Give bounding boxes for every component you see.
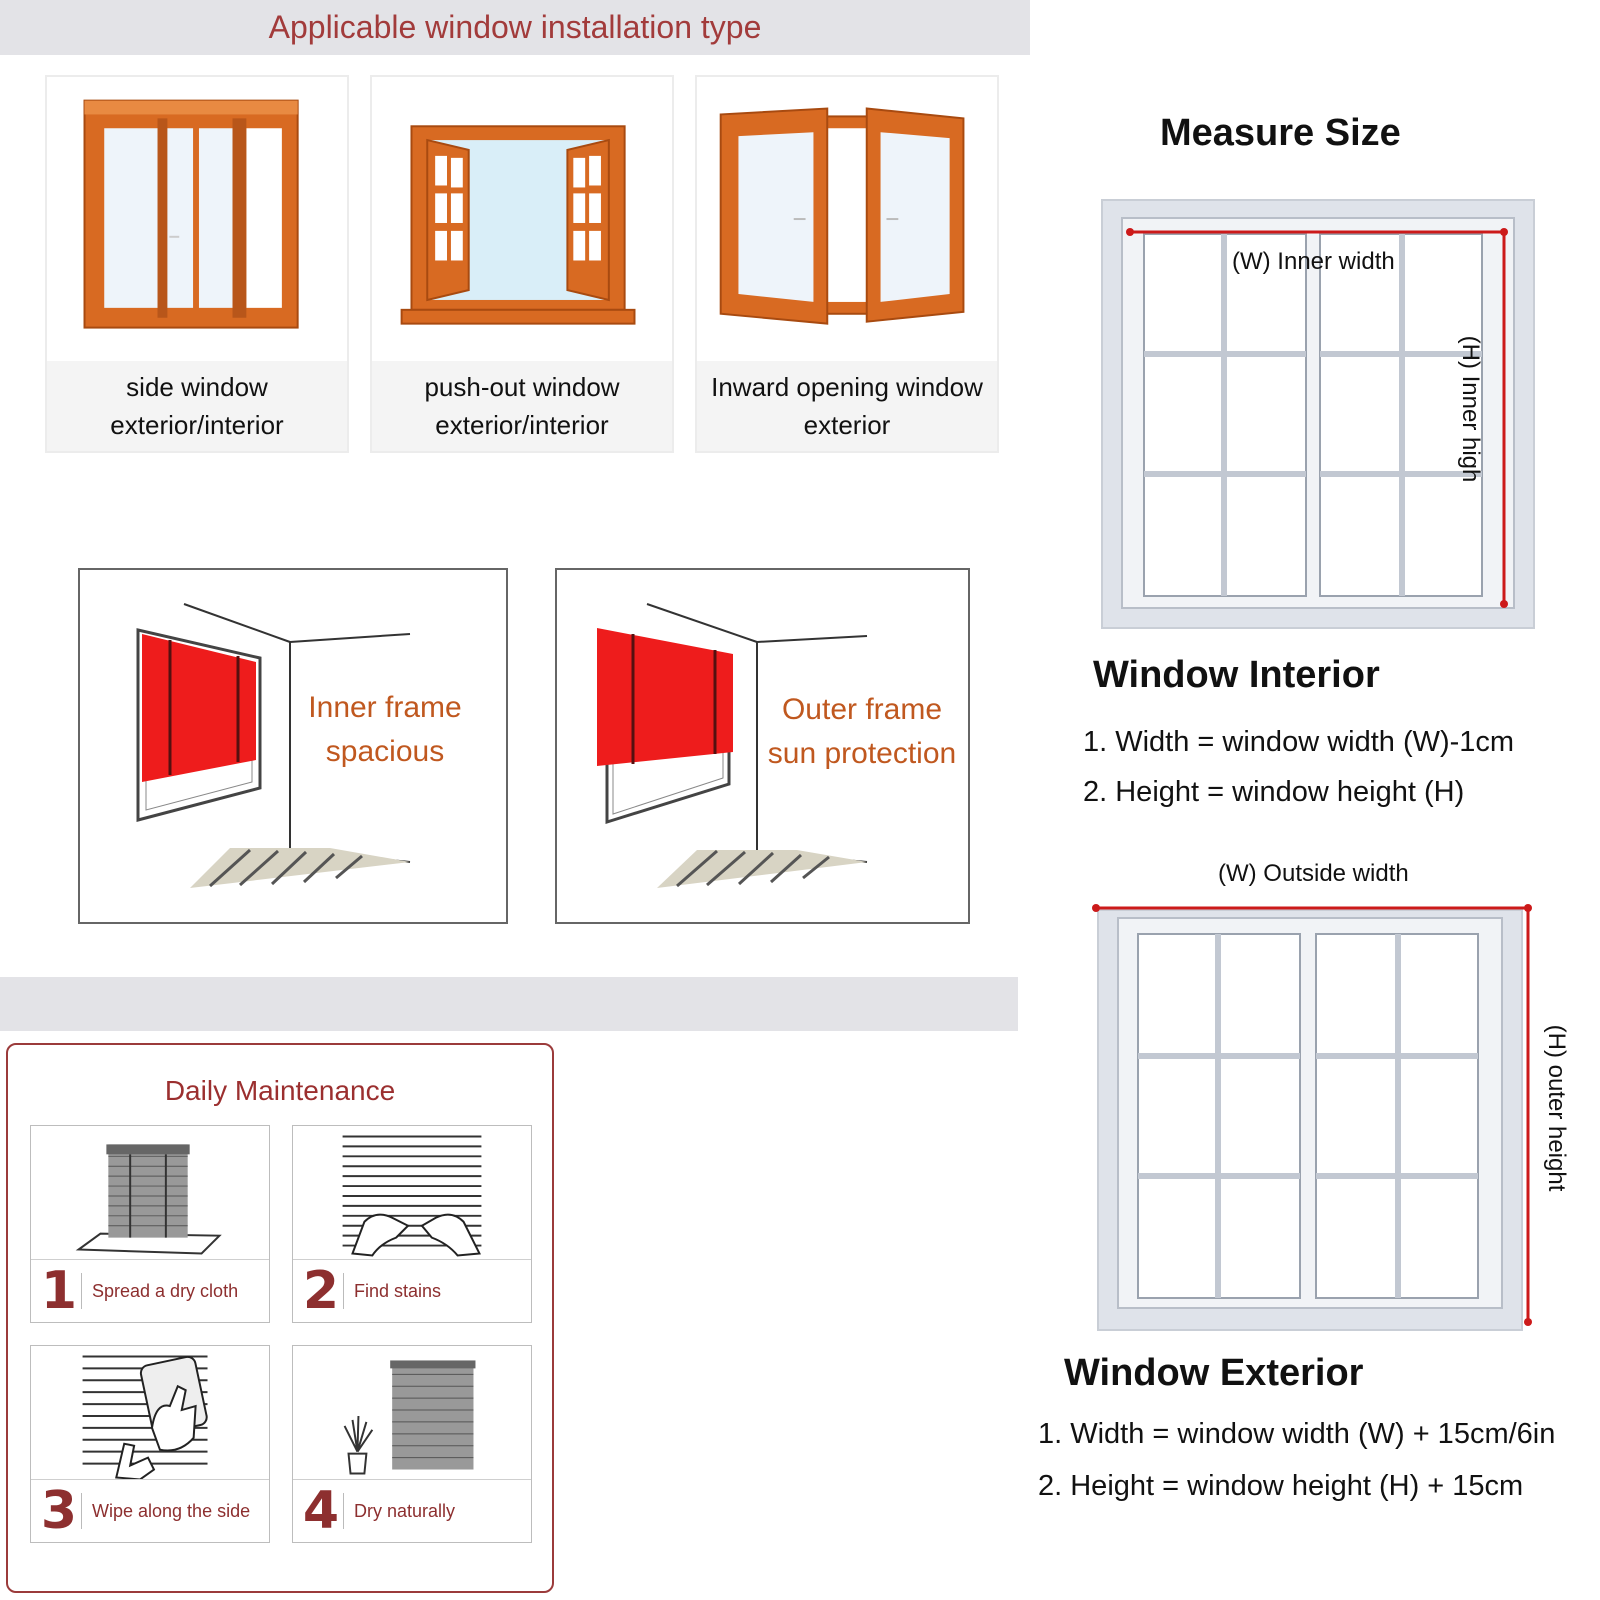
install-type-scope: exterior [803,410,891,440]
install-type-card-pushout: push-out window exterior/interior [370,75,674,453]
step-text: Spread a dry cloth [92,1280,239,1301]
outer-height-label: (H) outer height [1543,1024,1570,1192]
inner-frame-panel: Inner frame spacious [78,568,508,924]
install-type-card-inward: Inward opening window exterior [695,75,999,453]
spread-cloth-illustration [75,1144,222,1255]
maintenance-step-2: 2 Find stains [292,1125,532,1323]
dry-naturally-illustration [343,1360,476,1475]
install-type-name: push-out window [424,372,620,402]
exterior-height-formula: 2. Height = window height (H) + 15cm [1038,1470,1524,1502]
outer-frame-benefit: sun protection [767,737,957,770]
install-type-caption: Inward opening window exterior [697,361,997,451]
install-type-scope: exterior/interior [110,410,284,440]
step-text: Dry naturally [354,1500,456,1521]
push-out-window-illustration [400,125,636,325]
inner-height-label: (H) Inner high [1457,335,1484,483]
outer-frame-panel: Outer frame sun protection [555,568,970,924]
outer-frame-title: Outer frame [781,693,943,726]
maintenance-step-3: 3 Wipe along the side [30,1345,270,1543]
install-type-card-side: side window exterior/interior [45,75,349,453]
inner-frame-label: Inner frame spacious [300,686,470,774]
find-stains-illustration [342,1135,482,1257]
outer-frame-label: Outer frame sun protection [757,688,967,776]
wipe-side-illustration [82,1355,208,1480]
inner-width-label: (W) Inner width [1232,248,1395,275]
section-divider-banner [0,977,1018,1031]
daily-maintenance-panel: Daily Maintenance 1 Spread a dry cloth [6,1043,554,1593]
outside-width-label: (W) Outside width [1218,860,1409,887]
window-exterior-diagram [1092,904,1532,1331]
step-separator [343,1493,344,1529]
step-number: 2 [302,1261,340,1321]
inner-frame-illustration [136,603,411,888]
step-footer: 4 Dry naturally [293,1479,531,1542]
install-type-name: side window [126,372,268,402]
step-text: Wipe along the side [92,1500,251,1521]
window-interior-diagram [1101,199,1535,629]
install-type-scope: exterior/interior [435,410,609,440]
side-window-illustration [83,99,299,329]
daily-maintenance-title: Daily Maintenance [164,1075,396,1106]
step-number: 1 [40,1261,78,1321]
interior-height-formula: 2. Height = window height (H) [1083,776,1465,808]
window-interior-heading: Window Interior [1093,654,1380,696]
window-exterior-heading: Window Exterior [1064,1352,1364,1394]
maintenance-step-1: 1 Spread a dry cloth [30,1125,270,1323]
inner-frame-title: Inner frame [308,691,462,724]
install-type-caption: push-out window exterior/interior [372,361,672,451]
measure-size-title: Measure Size [1160,112,1401,154]
step-separator [343,1273,344,1309]
interior-width-formula: 1. Width = window width (W)-1cm [1083,726,1515,758]
inner-frame-benefit: spacious [325,735,445,768]
inward-window-illustration [719,107,965,325]
installation-banner: Applicable window installation type [0,0,1030,55]
installation-title: Applicable window installation type [268,9,762,45]
step-footer: 1 Spread a dry cloth [31,1259,269,1322]
step-text: Find stains [354,1280,442,1301]
step-number: 3 [40,1481,78,1541]
step-number: 4 [302,1481,340,1541]
step-footer: 2 Find stains [293,1259,531,1322]
step-separator [81,1493,82,1529]
install-type-name: Inward opening window [711,372,983,402]
outer-frame-illustration [597,603,868,888]
install-type-caption: side window exterior/interior [47,361,347,451]
step-separator [81,1273,82,1309]
step-footer: 3 Wipe along the side [31,1479,269,1542]
maintenance-step-4: 4 Dry naturally [292,1345,532,1543]
exterior-width-formula: 1. Width = window width (W) + 15cm/6in [1038,1418,1556,1450]
